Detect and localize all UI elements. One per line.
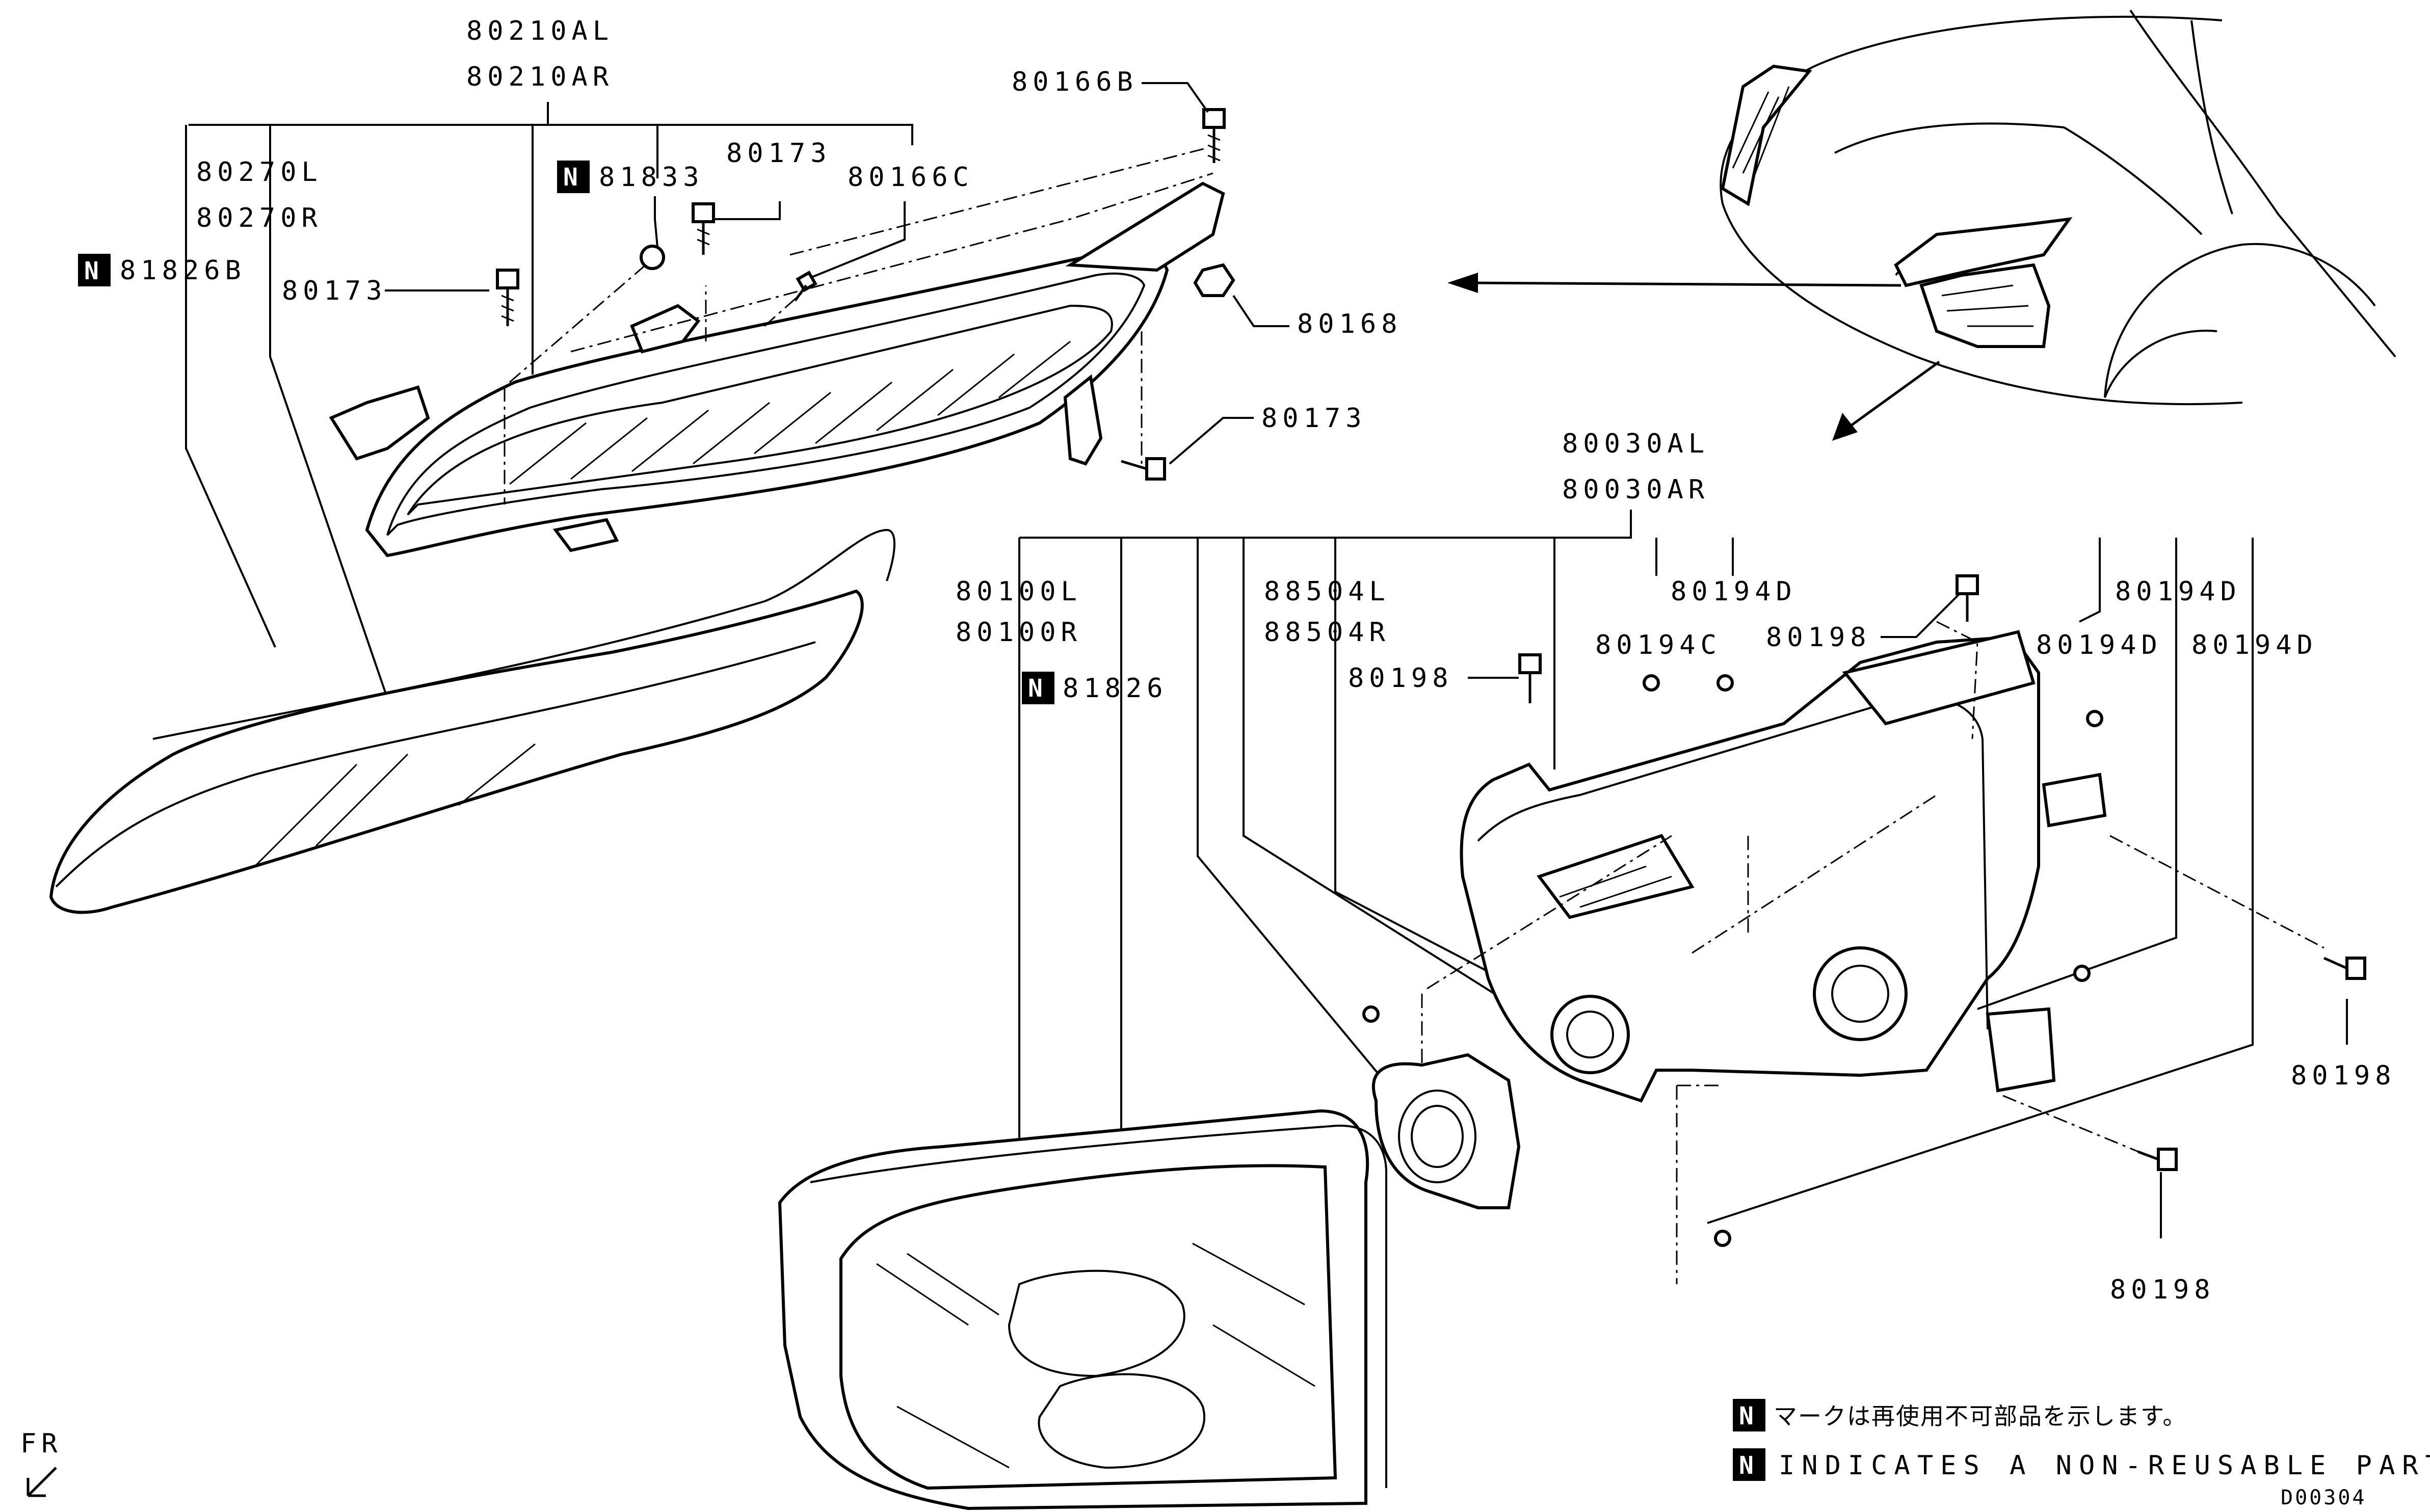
part-number-label: 80173 <box>1261 403 1367 434</box>
figure-code: D00304 <box>2281 1486 2367 1509</box>
screw-icon <box>1362 1005 1380 1023</box>
adapter-ring-part <box>1372 1053 1521 1209</box>
part-number-label: 80100L <box>956 576 1082 607</box>
part-number-label: 80194C <box>1595 630 1722 660</box>
legend: N マークは再使用不可部品を示します。 N INDICATES A NON-RE… <box>1733 1399 2430 1509</box>
svg-text:N: N <box>1739 1402 1754 1430</box>
n-badge-icon: N <box>1022 672 1054 704</box>
part-number-label: 80270R <box>196 203 323 233</box>
upper-lens <box>49 528 895 914</box>
legend-note-japanese: マークは再使用不可部品を示します。 <box>1774 1402 2187 1430</box>
part-number-label: 80194D <box>2115 576 2241 607</box>
part-number-label: 80198 <box>1766 622 1871 653</box>
locator-arrow-line <box>1467 281 1901 287</box>
n-badge-icon: N <box>1733 1448 1765 1481</box>
bolt-icon <box>1121 457 1166 481</box>
arrow-head-icon <box>1447 273 1478 293</box>
part-number-label: 80210AR <box>466 62 614 92</box>
leader-lines <box>385 82 2348 1238</box>
bolt-icon <box>692 202 715 255</box>
n-badge-icon: N <box>557 161 590 193</box>
upper-bezel-assembly <box>185 102 1225 699</box>
svg-text:N: N <box>563 163 578 192</box>
part-number-label: 88504R <box>1264 617 1390 648</box>
screw-icon <box>2086 710 2103 727</box>
part-number-label: 80210AL <box>466 16 614 46</box>
part-number-label: 80030AL <box>1562 429 1709 459</box>
part-number-label: 80030AR <box>1562 474 1709 505</box>
non-reusable-badges: N N N <box>78 161 1054 704</box>
svg-text:N: N <box>84 257 99 285</box>
svg-text:N: N <box>1028 674 1043 703</box>
part-number-label: 81826B <box>120 255 246 286</box>
bolt-icon <box>1518 653 1542 703</box>
part-number-label: 80198 <box>1348 663 1454 694</box>
part-number-label: 80168 <box>1297 309 1403 339</box>
part-number-label: 81826 <box>1063 673 1168 704</box>
arrow-head-icon <box>1832 413 1858 441</box>
svg-text:N: N <box>1739 1451 1754 1480</box>
n-badge-icon: N <box>1733 1399 1765 1431</box>
vehicle-locator <box>1447 9 2396 441</box>
part-number-label: 80198 <box>2110 1275 2215 1305</box>
front-label: FR <box>20 1428 63 1459</box>
bolt-icon <box>496 269 519 326</box>
screw-icon <box>1643 674 1660 692</box>
screw-icon <box>2073 965 2091 982</box>
part-number-label: 80173 <box>726 138 832 169</box>
part-number-label: 80194D <box>2191 630 2318 660</box>
bolt-icon <box>2137 1148 2178 1171</box>
part-number-label: 81833 <box>599 162 704 193</box>
part-number-label: 88504L <box>1264 576 1390 607</box>
headlamp-housing <box>1018 510 2325 1284</box>
nut-icon <box>1193 263 1235 297</box>
screw-icon <box>1202 108 1226 163</box>
front-direction-arrow-icon <box>27 1467 57 1497</box>
part-number-label: 80100R <box>956 617 1082 648</box>
n-badge-icon: N <box>78 254 111 286</box>
part-number-label: 80166C <box>848 162 974 193</box>
part-number-label: 80166B <box>1012 67 1138 97</box>
headlamp-lens-lower <box>778 1109 1387 1510</box>
part-number-label: 80194D <box>2036 630 2162 660</box>
fasteners <box>496 108 2366 1247</box>
part-number-label: 80194D <box>1671 576 1797 607</box>
part-number-label: 80198 <box>2291 1060 2396 1091</box>
front-direction-indicator: FR <box>20 1428 63 1497</box>
screw-icon <box>1716 674 1734 692</box>
bolt-icon <box>2323 957 2366 980</box>
part-number-label: 80173 <box>282 276 387 306</box>
screw-icon <box>1714 1230 1731 1247</box>
legend-note-english: INDICATES A NON-REUSABLE PART. <box>1779 1450 2430 1481</box>
bolt-icon <box>1956 574 1979 622</box>
part-number-label: 80270L <box>196 157 323 188</box>
clip-icon <box>640 245 665 270</box>
part-labels: 80210AL 80210AR 80270L 80270R 81826B 818… <box>120 16 2396 1305</box>
